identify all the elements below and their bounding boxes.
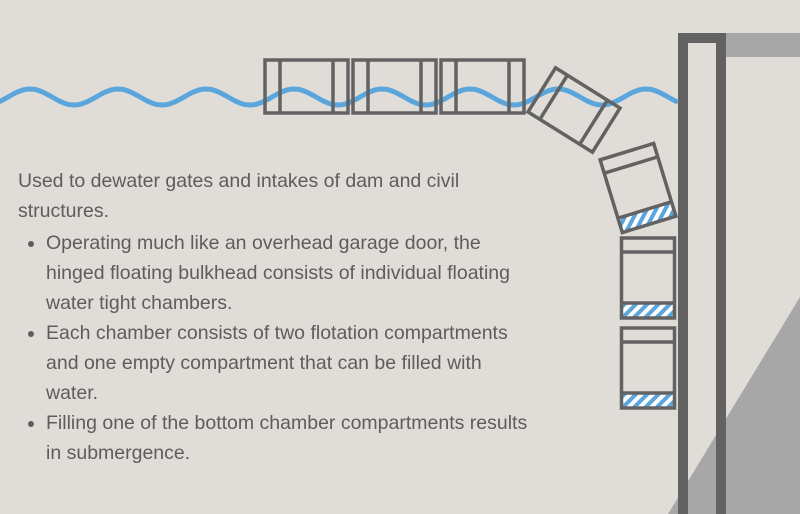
bullet-item: Filling one of the bottom chamber compar…: [46, 408, 538, 468]
bullet-item: Operating much like an overhead garage d…: [46, 228, 538, 318]
dam-slope: [668, 297, 800, 514]
ballast-water-hatch: [621, 303, 675, 318]
description-bullet-list: Operating much like an overhead garage d…: [18, 228, 538, 468]
dam-wall: [678, 33, 726, 514]
description: Used to dewater gates and intakes of dam…: [18, 166, 538, 468]
water-surface-wave: [0, 86, 679, 108]
bulkhead-chamber: [619, 236, 677, 320]
bulkhead-chambers: [263, 58, 679, 410]
bulkhead-chamber: [619, 326, 677, 410]
bulkhead-chamber: [351, 58, 438, 115]
ballast-water-hatch: [621, 393, 675, 408]
ballast-water-hatch: [617, 201, 676, 233]
description-intro: Used to dewater gates and intakes of dam…: [18, 170, 460, 222]
bulkhead-chamber: [525, 65, 623, 155]
bulkhead-chamber: [263, 58, 350, 115]
dam-top-slab: [726, 33, 800, 57]
bulkhead-chamber: [597, 141, 679, 235]
bullet-item: Each chamber consists of two flotation c…: [46, 318, 538, 408]
bulkhead-chamber: [439, 58, 526, 115]
